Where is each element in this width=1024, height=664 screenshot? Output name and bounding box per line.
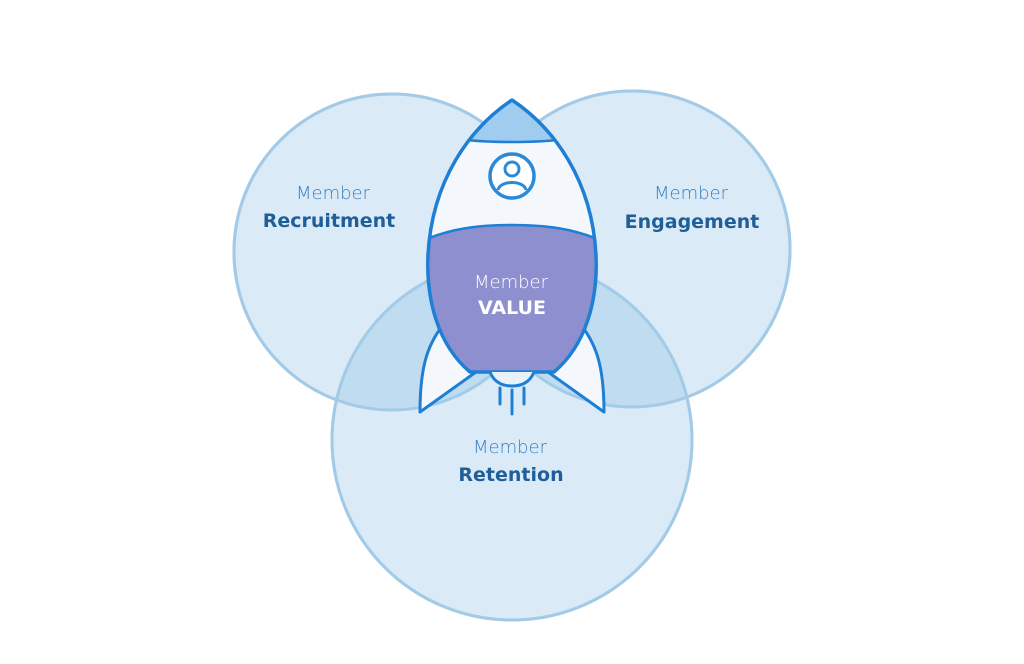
center-label-line2: VALUE	[478, 297, 546, 319]
labels: Member Recruitment Member Engagement Mem…	[263, 183, 760, 486]
overlap-engagement-retention	[474, 260, 692, 407]
retention-label-line1: Member	[473, 437, 548, 458]
exhaust-lines-icon	[498, 386, 526, 416]
overlap-recruitment-retention	[332, 260, 550, 410]
engagement-label-line1: Member	[654, 183, 729, 204]
recruitment-label-line1: Member	[296, 183, 371, 204]
center-label-line1: Member	[474, 272, 549, 293]
user-avatar-icon	[488, 152, 536, 200]
recruitment-label-line2: Recruitment	[263, 210, 396, 232]
retention-label-line2: Retention	[458, 464, 563, 486]
rocket-nozzle	[488, 371, 536, 388]
engagement-label-line2: Engagement	[625, 211, 760, 233]
rocket-value-section	[427, 225, 597, 372]
